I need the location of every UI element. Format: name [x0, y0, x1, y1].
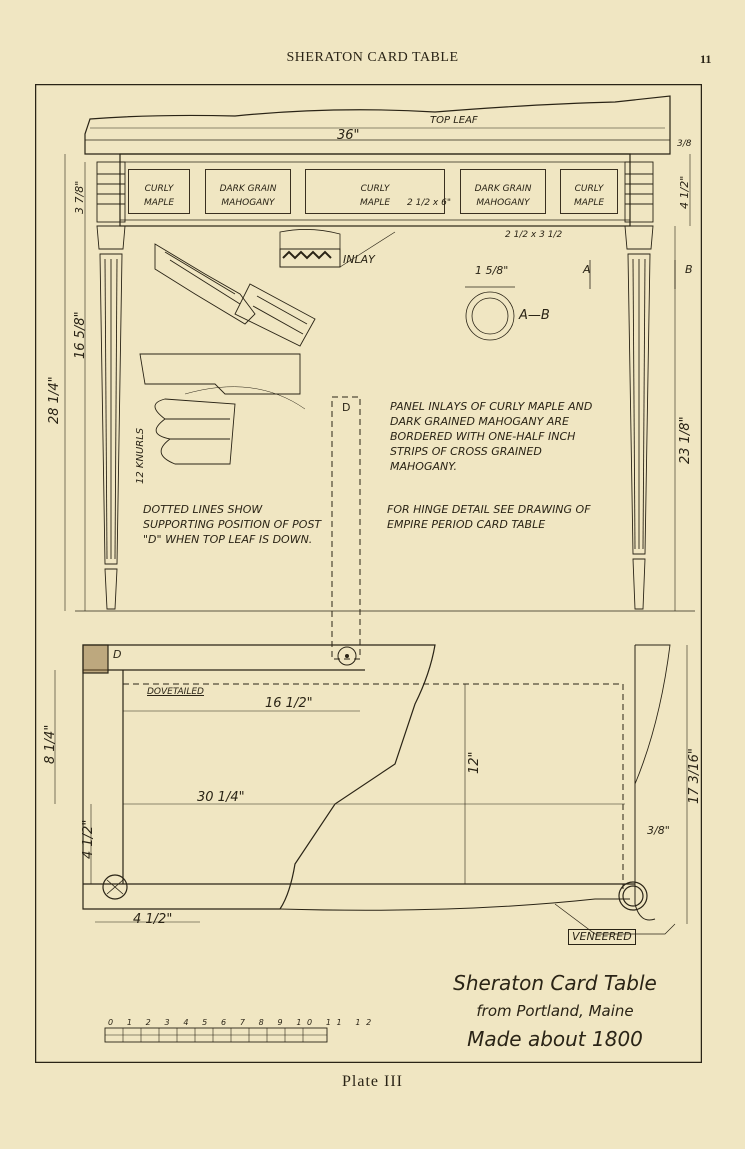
- top-leaf-label: TOP LEAF: [430, 115, 478, 126]
- dim-1-5-8: 1 5/8": [475, 264, 509, 277]
- dim-apron-3: 3 7/8": [73, 180, 86, 214]
- title-line-3: Made about 1800: [467, 1027, 643, 1051]
- running-title: SHERATON CARD TABLE: [286, 50, 459, 65]
- dim-16-half: 16 1/2": [265, 696, 313, 711]
- dim-apron-4: 4 1/2": [678, 175, 691, 209]
- section-a: A: [583, 263, 591, 276]
- dim-top-3-8: 3/8: [677, 139, 692, 149]
- dim-8: 8 1/4": [43, 724, 58, 764]
- note-dotted: DOTTED LINES SHOW SUPPORTING POSITION OF…: [143, 503, 322, 546]
- dim-16: 16 5/8": [73, 311, 88, 359]
- right-leg: [624, 161, 654, 610]
- section-ab-label: A—B: [519, 308, 550, 323]
- corner-d-label: D: [113, 648, 122, 661]
- apron: [119, 153, 631, 227]
- top-leaf: [84, 95, 671, 155]
- inlay-label: INLAY: [343, 253, 375, 266]
- dim-36: 36": [337, 128, 360, 143]
- panel-size: 2 1/2 x 6": [407, 198, 451, 208]
- scale-numbers: 0 1 2 3 4 5 6 7 8 9 10 11 12: [108, 1018, 377, 1027]
- dim-28: 28 1/4": [47, 376, 62, 424]
- title-block: Sheraton Card Table from Portland, Maine…: [430, 969, 680, 1053]
- post-d-label: D: [342, 401, 351, 414]
- dim-23: 23 1/8": [678, 416, 693, 464]
- rail-size: 2 1/2 x 3 1/2: [505, 230, 563, 240]
- dovetailed-label: DOVETAILED: [147, 687, 204, 697]
- molding-section: [154, 243, 316, 347]
- rosette-section: [465, 260, 676, 341]
- dim-17: 17 3/16": [687, 748, 702, 804]
- veneered-label: VENEERED: [568, 929, 636, 945]
- capital-detail: [139, 353, 306, 465]
- title-line-1: Sheraton Card Table: [453, 971, 657, 995]
- dim-12: 12": [467, 751, 482, 774]
- dim-3-8: 3/8": [647, 824, 670, 837]
- knurls-label: 12 KNURLS: [135, 427, 146, 484]
- note-hinge: FOR HINGE DETAIL SEE DRAWING OF EMPIRE P…: [387, 503, 591, 531]
- page-number: 11: [700, 52, 712, 66]
- title-line-2: from Portland, Maine: [476, 1002, 634, 1020]
- plan-view: [82, 644, 671, 921]
- note-panels: PANEL INLAYS OF CURLY MAPLE AND DARK GRA…: [390, 400, 593, 473]
- dim-30: 30 1/4": [197, 790, 245, 805]
- left-leg: [96, 161, 126, 610]
- post-d: [331, 396, 361, 660]
- technical-drawing: [35, 84, 702, 1063]
- dim-side-4: 4 1/2": [81, 819, 96, 859]
- plate-caption: Plate III: [342, 1073, 403, 1090]
- dim-bottom-4: 4 1/2": [133, 912, 173, 927]
- section-b: B: [685, 263, 693, 276]
